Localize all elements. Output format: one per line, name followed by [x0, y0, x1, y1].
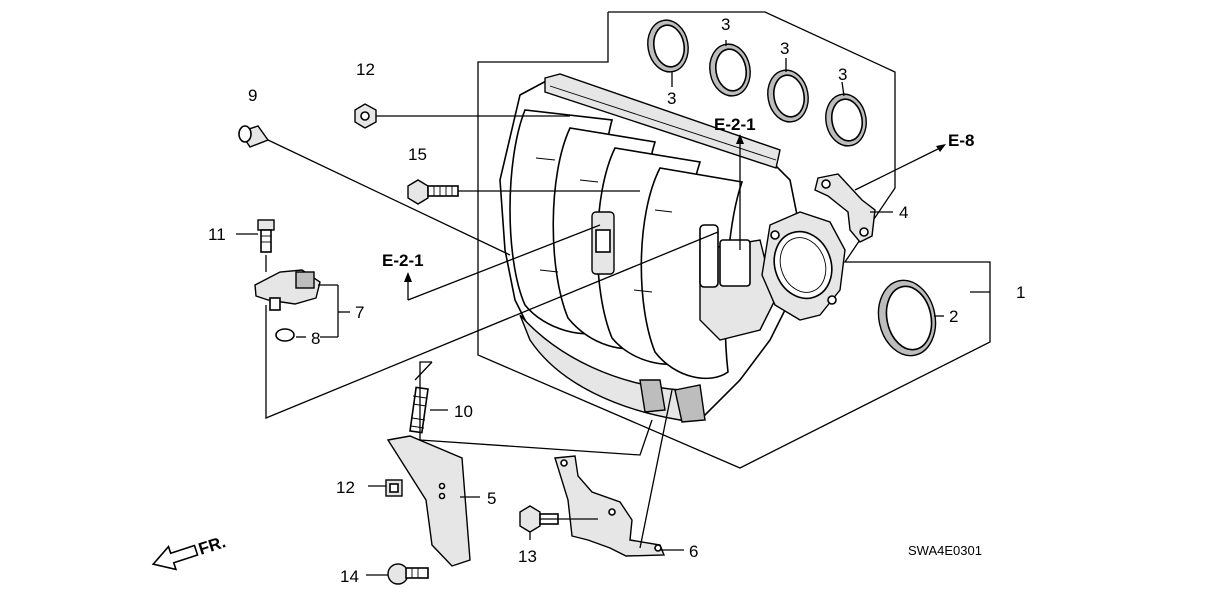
reference-e-8: E-8 [948, 131, 974, 150]
callout-3: 3 [838, 65, 847, 84]
callout-7: 7 [355, 303, 364, 322]
callout-3: 3 [667, 89, 676, 108]
stud-10 [409, 386, 429, 434]
callout-4: 4 [899, 203, 908, 222]
nut-12-lower [385, 479, 403, 497]
callout-8: 8 [311, 329, 320, 348]
callout-11: 11 [208, 225, 226, 244]
intake-manifold-body [499, 73, 801, 423]
bolt-14 [387, 563, 429, 585]
sensor-7 [254, 269, 321, 311]
front-label: FR. [196, 532, 228, 559]
callout-5: 5 [487, 489, 496, 508]
callout-6: 6 [689, 542, 698, 561]
callout-13: 13 [518, 547, 537, 566]
reference-e-2-1-top: E-2-1 [714, 115, 756, 134]
throttle-flange [761, 211, 846, 321]
callout-labels: 1 2 3 3 3 3 4 5 6 7 8 9 10 11 12 12 13 1… [208, 15, 1025, 586]
callout-15: 15 [408, 145, 427, 164]
bracket-4 [814, 173, 876, 243]
callout-10: 10 [454, 402, 473, 421]
front-direction-marker: FR. [151, 532, 228, 571]
nut-12-top [354, 103, 377, 129]
bracket-5 [386, 435, 471, 567]
callout-3: 3 [780, 39, 789, 58]
pin-9 [238, 125, 270, 148]
port-gaskets-3 [647, 19, 867, 147]
callout-12: 12 [356, 60, 375, 79]
gasket-2 [877, 279, 937, 357]
callout-1: 1 [1016, 283, 1025, 302]
o-ring-8 [275, 328, 295, 342]
leader-lines [236, 40, 990, 576]
diagram-code: SWA4E0301 [908, 543, 982, 558]
assembly-boundary [477, 11, 991, 469]
bolt-11 [257, 219, 275, 253]
bracket-6 [554, 455, 666, 557]
front-arrow-icon [151, 544, 199, 571]
callout-9: 9 [248, 86, 257, 105]
callout-12: 12 [336, 478, 355, 497]
callout-2: 2 [949, 307, 958, 326]
callout-3: 3 [721, 15, 730, 34]
callout-14: 14 [340, 567, 359, 586]
bolt-15 [407, 179, 459, 205]
reference-e-2-1-left: E-2-1 [382, 251, 424, 270]
